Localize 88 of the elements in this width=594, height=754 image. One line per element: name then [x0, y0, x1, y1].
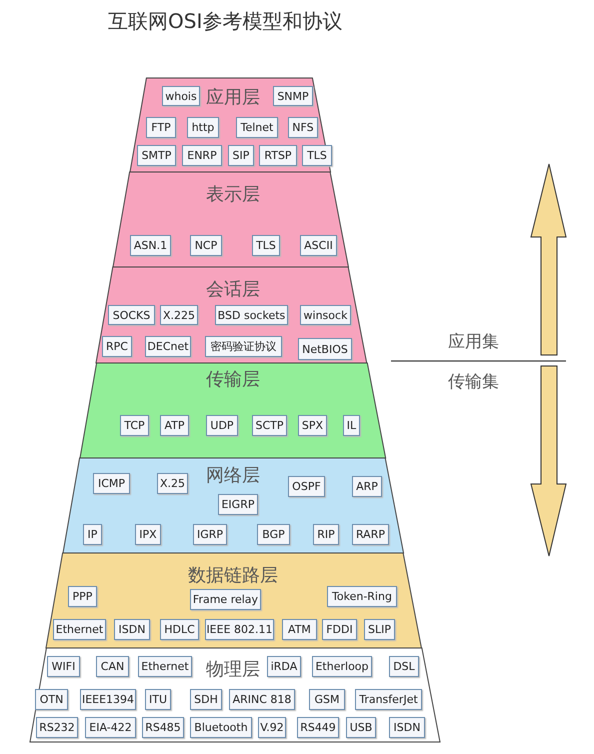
layer-band: [80, 363, 386, 458]
layer-title: 表示层: [206, 184, 260, 206]
layer-title: 数据链路层: [188, 565, 278, 587]
protocol-box: SCTP: [252, 415, 287, 436]
layer-band: [63, 458, 404, 553]
layer-title: 应用层: [206, 87, 260, 109]
protocol-box: SLIP: [364, 619, 395, 640]
layer-band: [30, 648, 440, 742]
protocol-box: IP: [82, 524, 102, 545]
protocol-box: SMTP: [136, 145, 176, 166]
protocol-box: OTN: [35, 689, 68, 710]
protocol-box: X.225: [160, 305, 198, 325]
layer-title: 物理层: [206, 659, 260, 681]
protocol-box: OSPF: [288, 476, 325, 497]
protocol-box: IPX: [134, 524, 161, 545]
protocol-box: USB: [346, 717, 376, 738]
protocol-box: 密码验证协议: [204, 336, 282, 357]
protocol-box: TLS: [252, 235, 280, 256]
layer-band: [130, 78, 330, 172]
protocol-box: RIP: [312, 524, 339, 545]
protocol-box: SPX: [298, 415, 327, 436]
protocol-box: ICMP: [92, 473, 130, 494]
protocol-box: SOCKS: [108, 305, 155, 325]
protocol-box: HDLC: [160, 619, 199, 640]
protocol-box: ASN.1: [130, 235, 171, 256]
protocol-box: ATM: [282, 619, 317, 640]
protocol-box: IL: [342, 415, 360, 436]
protocol-box: CAN: [96, 656, 129, 677]
protocol-box: Etherloop: [312, 656, 372, 677]
protocol-box: NetBIOS: [298, 338, 352, 360]
protocol-box: FDDI: [322, 619, 357, 640]
layer-title: 网络层: [206, 465, 260, 487]
group-label: 应用集: [448, 331, 499, 353]
protocol-box: ARP: [352, 476, 382, 497]
protocol-box: whois: [162, 86, 200, 106]
protocol-box: Telnet: [236, 117, 278, 138]
protocol-box: Bluetooth: [190, 717, 252, 738]
protocol-box: IEEE1394: [80, 689, 136, 710]
protocol-box: SIP: [228, 145, 254, 166]
layer-band: [96, 267, 367, 363]
diagram-title: 互联网OSI参考模型和协议: [108, 8, 342, 35]
protocol-box: ITU: [145, 689, 171, 710]
protocol-box: ATP: [160, 415, 189, 436]
protocol-box: RPC: [102, 336, 132, 357]
protocol-box: SDH: [190, 689, 222, 710]
protocol-box: DSL: [389, 656, 419, 677]
protocol-box: BGP: [256, 524, 290, 545]
protocol-box: SNMP: [272, 86, 313, 106]
protocol-box: RS449: [297, 717, 339, 738]
protocol-box: V.92: [258, 717, 286, 738]
layer-title: 传输层: [206, 369, 260, 391]
protocol-box: TLS: [302, 145, 332, 166]
layer-band: [112, 172, 348, 267]
protocol-box: DECnet: [144, 336, 191, 357]
protocol-box: TCP: [120, 415, 149, 436]
protocol-box: iRDA: [267, 656, 301, 677]
protocol-box: RS485: [142, 717, 184, 738]
layer-title: 会话层: [206, 279, 260, 301]
protocol-box: ARINC 818: [229, 689, 295, 710]
protocol-box: PPP: [68, 586, 97, 607]
protocol-box: FTP: [146, 117, 176, 138]
protocol-box: IGRP: [192, 524, 227, 545]
protocol-box: ISDN: [114, 619, 150, 640]
protocol-box: ASCII: [300, 235, 337, 256]
protocol-box: RTSP: [258, 145, 297, 166]
protocol-box: Ethernet: [52, 619, 106, 640]
protocol-box: http: [186, 117, 219, 138]
protocol-box: EIGRP: [218, 494, 258, 515]
protocol-box: BSD sockets: [214, 305, 288, 325]
layer-band: [46, 553, 422, 648]
protocol-box: WIFI: [47, 656, 80, 677]
protocol-box: Frame relay: [190, 589, 261, 610]
protocol-box: UDP: [206, 415, 238, 436]
protocol-box: NFS: [288, 117, 318, 138]
protocol-box: NCP: [190, 235, 222, 256]
protocol-box: ENRP: [182, 145, 222, 166]
group-label: 传输集: [448, 371, 499, 393]
protocol-box: TransferJet: [355, 689, 422, 710]
protocol-box: X.25: [156, 473, 188, 494]
protocol-box: GSM: [309, 689, 345, 710]
protocol-box: EIA-422: [85, 717, 136, 738]
protocol-box: RARP: [352, 524, 389, 545]
protocol-box: Ethernet: [138, 656, 192, 677]
protocol-box: IEEE 802.11: [204, 619, 274, 640]
protocol-box: RS232: [36, 717, 78, 738]
protocol-box: ISDN: [389, 717, 425, 738]
protocol-box: Token-Ring: [326, 586, 397, 607]
protocol-box: winsock: [300, 305, 351, 325]
